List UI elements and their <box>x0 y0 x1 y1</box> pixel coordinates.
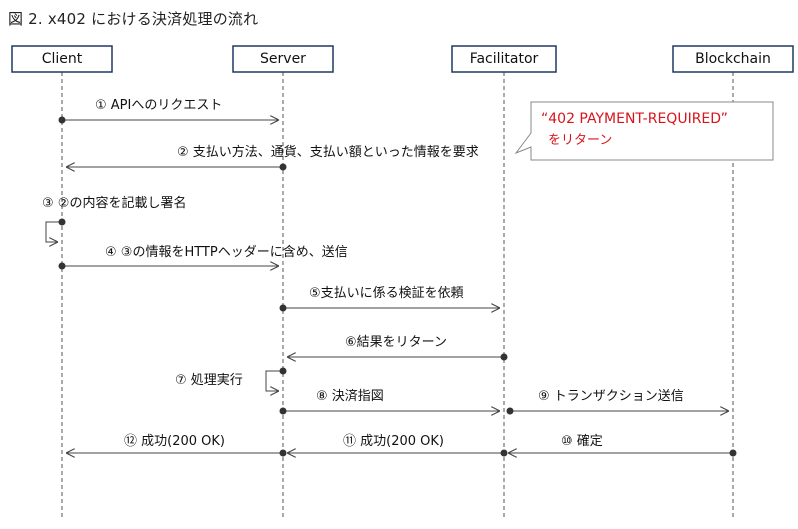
message-origin-dot <box>279 449 287 457</box>
message-origin-dot <box>58 116 66 124</box>
message-origin-dot <box>58 262 66 270</box>
message-origin-dot <box>279 407 287 415</box>
message-origin-dot <box>506 407 514 415</box>
self-loop-arrow <box>265 370 283 391</box>
participant-blockchain: Blockchain <box>672 45 794 73</box>
message-label: ④ ③の情報をHTTPヘッダーに含め、送信 <box>105 244 348 260</box>
message-12: ⑫ 成功(200 OK) <box>66 434 287 457</box>
participant-client: Client <box>11 45 113 73</box>
message-origin-dot <box>58 218 66 226</box>
callout-box <box>514 101 774 161</box>
participant-label: Client <box>42 51 83 67</box>
message-8: ⑧ 決済指図 <box>279 388 500 415</box>
callout-line-2: をリターン <box>548 133 612 148</box>
message-label: ⑥結果をリターン <box>345 335 447 350</box>
message-label: ⑧ 決済指図 <box>316 388 384 404</box>
participant-facilitator: Facilitator <box>451 45 557 73</box>
message-origin-dot <box>500 353 508 361</box>
message-origin-dot <box>279 367 287 375</box>
participant-label: Server <box>260 51 306 67</box>
message-5: ⑤支払いに係る検証を依頼 <box>279 286 500 312</box>
message-label: ⑩ 確定 <box>561 433 603 449</box>
message-label: ③ ②の内容を記載し署名 <box>42 195 186 211</box>
message-4: ④ ③の情報をHTTPヘッダーに含め、送信 <box>58 244 348 270</box>
message-label: ⑦ 処理実行 <box>175 372 243 388</box>
message-label: ⑪ 成功(200 OK) <box>343 434 444 449</box>
message-2: ② 支払い方法、通貨、支払い額といった情報を要求 <box>66 144 479 171</box>
message-label: ① APIへのリクエスト <box>95 98 222 113</box>
message-10: ⑩ 確定 <box>508 433 737 457</box>
message-6: ⑥結果をリターン <box>287 335 508 361</box>
message-9: ⑨ トランザクション送信 <box>506 389 729 415</box>
figure-title: 図 2. x402 における決済処理の流れ <box>8 10 259 28</box>
message-3: ③ ②の内容を記載し署名 <box>42 195 186 242</box>
message-label: ⑤支払いに係る検証を依頼 <box>309 286 464 301</box>
message-origin-dot <box>279 304 287 312</box>
callout-line-1: “402 PAYMENT-REQUIRED” <box>541 111 728 127</box>
message-11: ⑪ 成功(200 OK) <box>287 434 508 457</box>
participant-label: Facilitator <box>470 51 539 67</box>
self-loop-arrow <box>45 221 62 242</box>
message-label: ⑨ トランザクション送信 <box>538 389 684 404</box>
message-7: ⑦ 処理実行 <box>175 367 287 392</box>
callout-402: “402 PAYMENT-REQUIRED” をリターン <box>514 101 774 161</box>
message-1: ① APIへのリクエスト <box>58 98 279 124</box>
message-origin-dot <box>500 449 508 457</box>
message-label: ② 支払い方法、通貨、支払い額といった情報を要求 <box>177 144 479 160</box>
participant-server: Server <box>232 45 334 73</box>
participant-label: Blockchain <box>695 51 771 67</box>
message-label: ⑫ 成功(200 OK) <box>124 434 225 449</box>
message-origin-dot <box>279 163 287 171</box>
message-origin-dot <box>729 449 737 457</box>
